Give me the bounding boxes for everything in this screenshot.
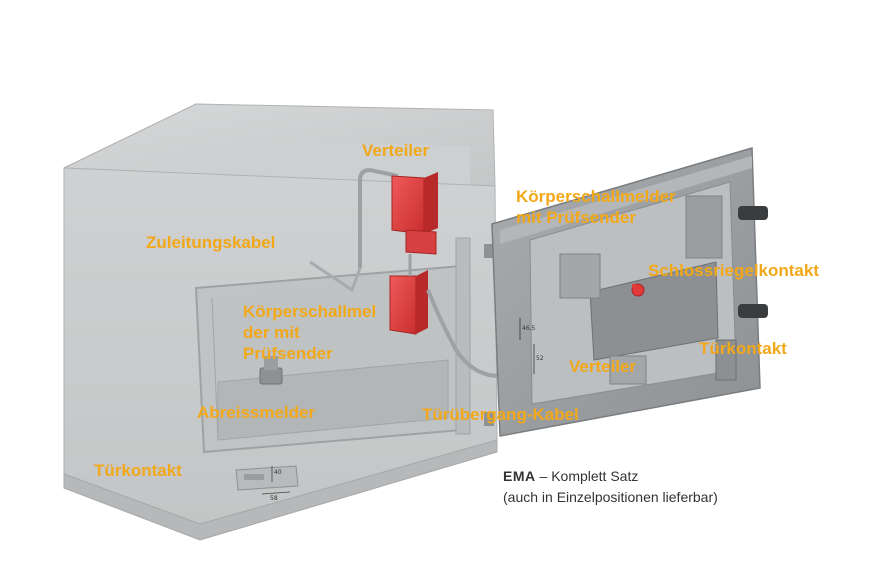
- schlossriegelkontakt-device: [631, 283, 645, 297]
- verteiler-top-device: [391, 172, 438, 255]
- label-tuerkontakt-right: Türkontakt: [699, 339, 787, 358]
- label-verteiler-door: Verteiler: [569, 357, 637, 376]
- caption: EMA – Komplett Satz (auch in Einzelposit…: [503, 466, 718, 508]
- label-koerperschallmelder-door: Körperschallmelder mit Prüfsender: [516, 187, 676, 227]
- label-tueruebergang-kabel: Türübergang-Kabel: [422, 405, 579, 424]
- caption-title: – Komplett Satz: [535, 468, 639, 484]
- dim-46-5: 46,5: [522, 325, 536, 332]
- safe-body: [63, 103, 498, 541]
- label-koerperschallmelder-inside: Körperschallmel der mit Prüfsender: [243, 302, 377, 363]
- label-abreissmelder: Abreissmelder: [197, 403, 316, 422]
- label-zuleitungskabel: Zuleitungskabel: [146, 233, 276, 252]
- label-verteiler-top: Verteiler: [362, 141, 430, 160]
- abreissmelder-device: [259, 356, 283, 385]
- tuerkontakt-left-device: 40 58: [235, 465, 299, 502]
- caption-bold: EMA: [503, 468, 536, 484]
- caption-subtitle: (auch in Einzelpositionen lieferbar): [503, 489, 718, 505]
- dim-52: 52: [536, 355, 544, 362]
- koerperschallmelder-inside-device: [389, 254, 428, 335]
- dim-58: 58: [270, 495, 278, 502]
- zuleitungskabel-cable: [358, 167, 399, 268]
- dim-40: 40: [274, 469, 282, 476]
- label-schlossriegelkontakt: Schlossriegelkontakt: [648, 261, 820, 280]
- label-tuerkontakt-left: Türkontakt: [94, 461, 182, 480]
